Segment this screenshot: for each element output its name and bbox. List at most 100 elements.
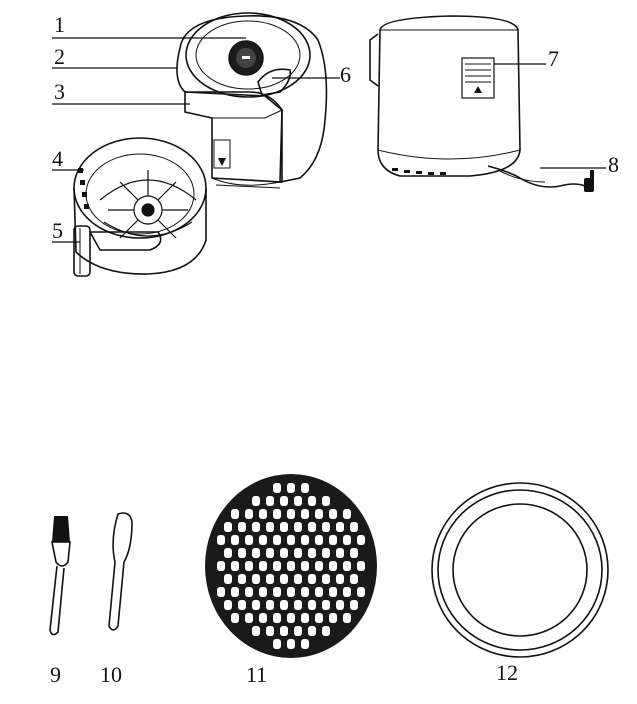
grill-hole [224,600,232,610]
label-7: 7 [548,46,559,71]
grill-hole [287,561,295,571]
grill-hole [259,509,267,519]
label-10: 10 [100,662,122,687]
grill-hole [322,548,330,558]
grill-hole [301,639,309,649]
grill-hole [343,509,351,519]
grill-hole [287,613,295,623]
grill-hole [322,600,330,610]
grill-hole [322,522,330,532]
grill-hole [329,535,337,545]
grill-hole [336,574,344,584]
silicone-brush [50,516,70,635]
grill-hole [294,574,302,584]
grill-hole [252,548,260,558]
grill-hole [259,535,267,545]
grill-hole [224,574,232,584]
grill-hole [273,509,281,519]
grill-hole [224,522,232,532]
grill-hole [273,613,281,623]
grill-hole [343,535,351,545]
label-6: 6 [340,62,351,87]
grill-hole [350,574,358,584]
grill-hole [350,548,358,558]
grill-hole [238,548,246,558]
fryer-basket [74,138,206,276]
grill-hole [273,561,281,571]
label-11: 11 [246,662,267,687]
grill-hole [343,561,351,571]
grill-hole [322,496,330,506]
grill-hole [308,626,316,636]
grill-hole [217,535,225,545]
grill-hole [273,535,281,545]
grill-hole [266,574,274,584]
grill-hole [259,587,267,597]
grill-hole [301,561,309,571]
grill-hole [315,561,323,571]
grill-hole [252,600,260,610]
air-fryer-back-view [370,16,594,192]
grill-hole [322,574,330,584]
grill-hole [308,574,316,584]
grill-hole [252,496,260,506]
grill-hole [301,483,309,493]
grill-plate [205,474,377,658]
grill-hole [245,613,253,623]
grill-hole [217,587,225,597]
label-9: 9 [50,662,61,687]
label-8: 8 [608,152,619,177]
grill-hole [343,587,351,597]
grill-hole [315,587,323,597]
grill-hole [357,587,365,597]
grill-hole [280,522,288,532]
grill-hole [231,587,239,597]
grill-hole [245,587,253,597]
grill-hole [259,561,267,571]
label-12: 12 [496,660,518,685]
grill-hole [245,509,253,519]
grill-hole [238,522,246,532]
grill-hole [266,626,274,636]
grill-hole [329,509,337,519]
grill-hole [287,509,295,519]
grill-hole [315,535,323,545]
grill-hole [357,561,365,571]
grill-hole [287,587,295,597]
grill-hole [357,535,365,545]
grill-hole [294,548,302,558]
grill-hole [308,548,316,558]
grill-hole [238,574,246,584]
grill-hole [280,600,288,610]
grill-hole [294,522,302,532]
grill-hole [252,522,260,532]
grill-hole [245,561,253,571]
grill-hole [287,639,295,649]
grill-hole [266,600,274,610]
grill-hole [308,600,316,610]
grill-hole [350,522,358,532]
label-1: 1 [54,12,65,37]
grill-hole [329,561,337,571]
grill-hole [231,509,239,519]
grill-hole [231,535,239,545]
grill-hole [280,574,288,584]
label-2: 2 [54,44,65,69]
air-fryer-front-view [177,13,327,188]
grill-hole [294,600,302,610]
grill-hole [315,509,323,519]
grill-hole [266,496,274,506]
grill-hole [336,548,344,558]
grill-hole [217,561,225,571]
grill-hole [273,587,281,597]
grill-hole [245,535,253,545]
spatula [109,513,132,630]
label-3: 3 [54,79,65,104]
label-5: 5 [52,218,63,243]
grill-hole [252,626,260,636]
grill-hole [287,535,295,545]
grill-hole [329,587,337,597]
grill-hole [266,522,274,532]
grill-hole [343,613,351,623]
